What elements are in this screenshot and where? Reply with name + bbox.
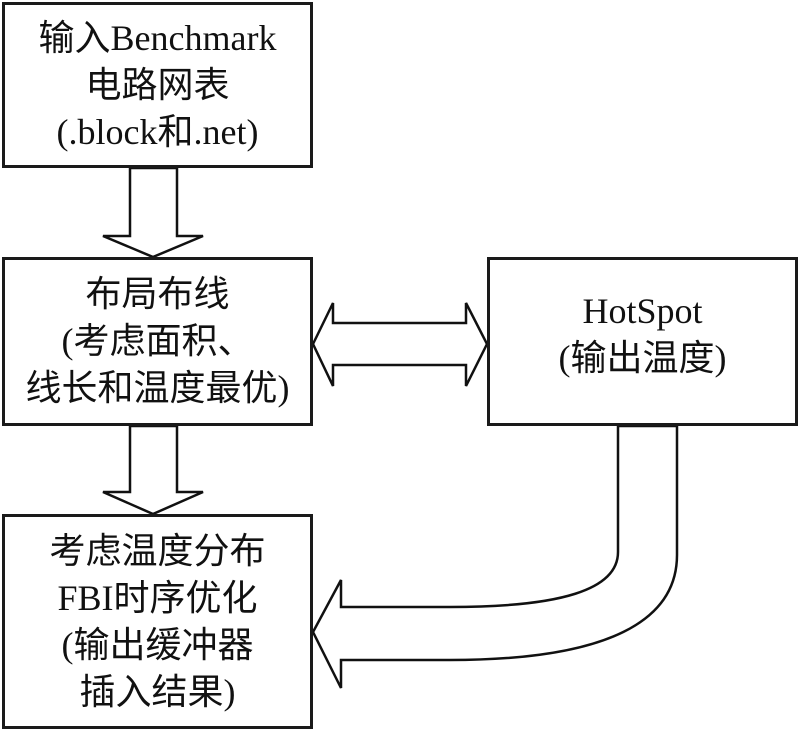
hotspot-line-1: HotSpot [582, 290, 703, 331]
place-route-line-3: 线长和温度最优) [25, 368, 290, 408]
fbi-timing-optimization-box: 考虑温度分布 FBI时序优化 (输出缓冲器 插入结果) [2, 514, 313, 729]
arrow-place-route-to-fbi [102, 424, 204, 516]
input-netlist-line-3: (.block和.net) [56, 111, 259, 152]
input-netlist-line-2: 电路网表 [85, 64, 230, 105]
input-netlist-box: 输入Benchmark 电路网表 (.block和.net) [2, 2, 313, 168]
place-route-box: 布局布线 (考虑面积、 线长和温度最优) [2, 257, 313, 426]
arrow-hotspot-to-fbi-curved [311, 424, 679, 689]
place-route-line-1: 布局布线 [85, 274, 230, 314]
hotspot-line-2: (输出温度) [558, 337, 727, 378]
fbi-line-2: FBI时序优化 [57, 577, 258, 618]
arrow-place-route-hotspot-bidirectional [311, 302, 489, 387]
fbi-line-1: 考虑温度分布 [49, 530, 266, 571]
fbi-line-4: 插入结果) [79, 671, 236, 712]
hotspot-box: HotSpot (输出温度) [487, 257, 798, 426]
input-netlist-line-1: 输入Benchmark [38, 17, 277, 58]
fbi-line-3: (输出缓冲器 [61, 624, 254, 665]
place-route-line-2: (考虑面积、 [61, 321, 254, 361]
arrow-input-to-place-route [102, 166, 204, 259]
